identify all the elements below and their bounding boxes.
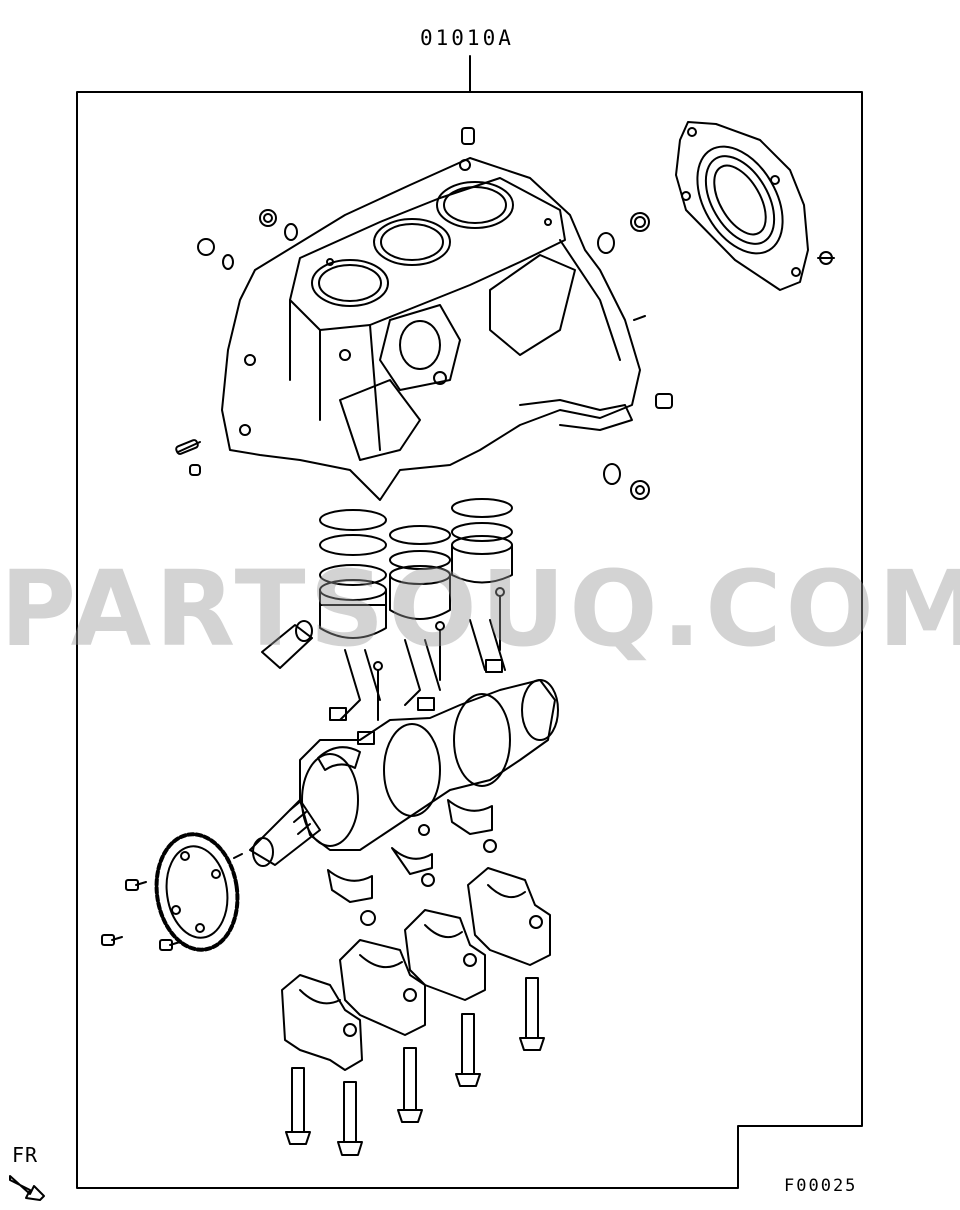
piston-pin xyxy=(261,620,313,669)
bearing-cap-ladder xyxy=(281,867,551,1071)
block-plugs xyxy=(175,127,673,500)
sensor-plate-bolts xyxy=(101,853,243,951)
rear-oil-seal-case xyxy=(675,121,809,291)
main-cap-bolts xyxy=(285,977,545,1156)
main-bearing-shells xyxy=(317,746,497,926)
cylinder-block xyxy=(221,157,641,501)
connecting-rods xyxy=(329,587,506,745)
part-code-label: 01010A xyxy=(420,26,514,50)
bolt-small xyxy=(817,251,835,265)
frame-border xyxy=(76,91,863,1189)
front-direction-label: FR xyxy=(12,1143,39,1167)
crankshaft xyxy=(249,679,559,867)
figure-code-label: F00025 xyxy=(784,1176,858,1196)
pistons xyxy=(319,498,513,639)
crank-sensor-plate xyxy=(154,832,240,952)
front-direction-arrow-icon xyxy=(9,1175,45,1201)
